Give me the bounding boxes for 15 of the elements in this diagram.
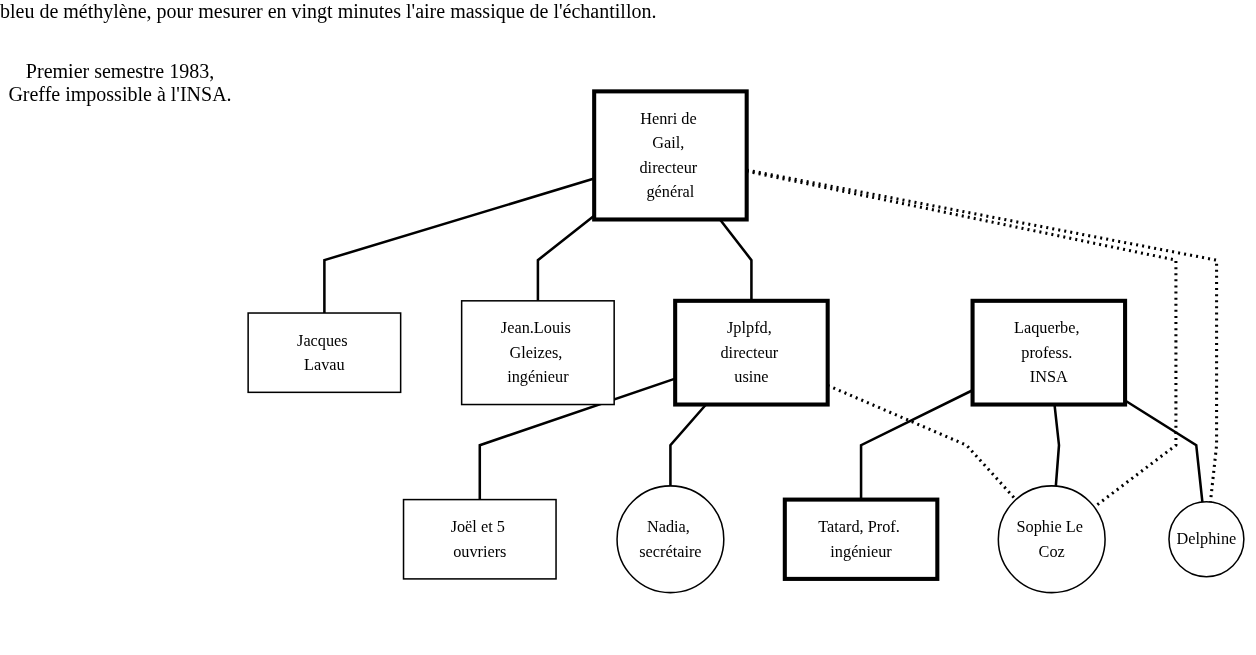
node-box: Jean.Louis Gleizes, ingénieur (460, 300, 615, 406)
node-box: Joël et 5 ouvriers (402, 498, 557, 580)
node-circle: Delphine (1168, 501, 1245, 578)
text-line: bleu de méthylène, pour mesurer en vingt minutes l'aire massique de l'échantillon. (0, 0, 657, 23)
node-box: Henri de Gail, directeur général (592, 89, 749, 222)
connector (1124, 399, 1204, 503)
connector (536, 214, 595, 301)
node-circle: Nadia, secrétaire (616, 485, 725, 594)
node-box: Laquerbe, profess. INSA (970, 298, 1128, 407)
node-box: Jplpfd, directeur usine (673, 298, 830, 407)
node-box: Jacques Lavau (247, 312, 402, 394)
node-box: Tatard, Prof. ingénieur (782, 497, 940, 581)
node-circle: Sophie Le Coz (997, 485, 1106, 594)
connector (323, 177, 595, 313)
note-text: Premier semestre 1983, Greffe impossible à l'INSA. (7, 60, 233, 106)
